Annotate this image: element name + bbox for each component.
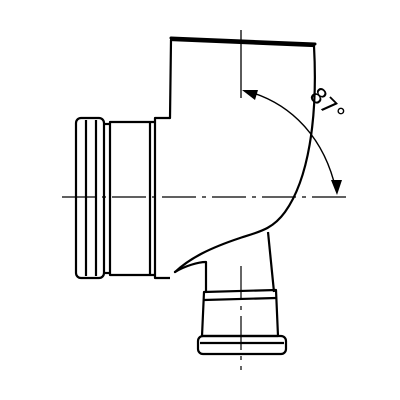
angle-dimension: 87° xyxy=(242,83,349,195)
arrowhead-bottom xyxy=(331,180,342,195)
angle-label: 87° xyxy=(304,83,349,128)
top-rim xyxy=(169,36,317,46)
arrowhead-top xyxy=(242,90,258,100)
center-lines xyxy=(62,196,348,370)
left-socket xyxy=(74,116,170,280)
bottom-branch xyxy=(196,231,288,356)
fitting-body xyxy=(168,38,316,274)
